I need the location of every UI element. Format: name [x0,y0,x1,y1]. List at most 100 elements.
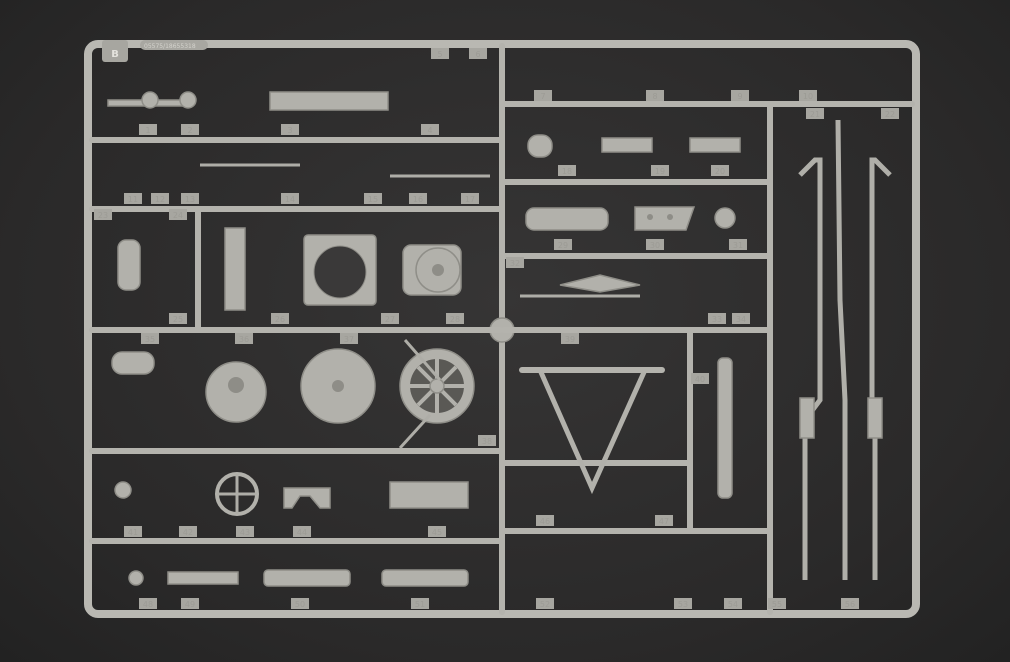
part-number-tag [181,193,199,204]
part-number-tag [506,257,524,268]
part-number-tag [181,124,199,135]
part-number-tag [179,526,197,537]
part-number-36: 36 [239,335,249,344]
part-number-37: 37 [344,335,354,344]
part-number-3: 3 [287,126,292,135]
part-number-41: 41 [128,528,138,537]
part-number-tag [271,313,289,324]
part-number-tag [461,193,479,204]
part-number-11: 11 [128,195,138,204]
part-number-tag [124,193,142,204]
part-number-17: 17 [465,195,475,204]
part-number-23: 23 [98,211,108,220]
part-number-tag [534,90,552,101]
part-number-tag [141,333,159,344]
part-number-6: 6 [475,50,480,59]
part-number-tag [293,526,311,537]
part-number-43: 43 [240,528,250,537]
part-number-tag [536,598,554,609]
part-number-tag [732,313,750,324]
part-number-34: 34 [736,315,746,324]
part-number-tag [181,598,199,609]
part-number-tag [139,598,157,609]
part-number-tag [281,193,299,204]
part-number-tag [841,598,859,609]
part-number-4: 4 [427,126,432,135]
part-number-19: 19 [655,167,665,176]
part-number-tag [729,239,747,250]
part-number-tag [236,526,254,537]
part-number-tag [724,598,742,609]
part-number-tag [674,598,692,609]
part-number-13: 13 [185,195,195,204]
part-number-35: 35 [145,335,155,344]
part-number-tag [799,90,817,101]
part-number-9: 9 [737,92,742,101]
part-number-tag [291,598,309,609]
part-number-22: 22 [885,110,895,119]
part-number-tag [711,165,729,176]
part-number-30: 30 [650,241,660,250]
part-number-tag [554,239,572,250]
part-number-tag [340,333,358,344]
part-number-49: 49 [185,600,195,609]
sprue-code: 05575/18655318 [144,43,196,50]
part-number-24: 24 [173,211,183,220]
part-number-38: 38 [482,437,492,446]
part-number-39: 39 [565,335,575,344]
part-number-1: 1 [145,126,150,135]
part-number-25: 25 [173,315,183,324]
part-number-50: 50 [295,600,305,609]
part-number-53: 53 [678,600,688,609]
part-number-54: 54 [728,600,738,609]
part-number-tag [558,165,576,176]
part-number-31: 31 [733,241,743,250]
left-runners [89,137,503,544]
part-number-46: 46 [540,517,550,526]
part-number-tag [731,90,749,101]
part-number-tag [768,598,786,609]
part-number-21: 21 [810,110,820,119]
part-number-tag [478,435,496,446]
part-number-tag [646,239,664,250]
part-number-27: 27 [385,315,395,324]
part-number-14: 14 [285,195,295,204]
part-3 [269,91,389,111]
part-number-tag [281,124,299,135]
part-number-8: 8 [652,92,657,101]
part-number-tag [381,313,399,324]
part-number-tag [124,526,142,537]
part-number-51: 51 [415,600,425,609]
part-number-45: 45 [432,528,442,537]
part-number-tag [411,598,429,609]
part-number-47: 47 [659,517,669,526]
part-number-tag [536,515,554,526]
part-number-tag [428,526,446,537]
part-number-tag [409,193,427,204]
part-number-10: 10 [803,92,813,101]
part-number-7: 7 [540,92,545,101]
part-number-12: 12 [155,195,165,204]
part-number-52: 52 [540,600,550,609]
part-number-56: 56 [845,600,855,609]
parts [107,91,741,587]
part-number-29: 29 [558,241,568,250]
part-number-28: 28 [450,315,460,324]
part-number-tag [651,165,669,176]
long-rods [798,119,892,580]
part-number-tag [364,193,382,204]
part-number-33: 33 [712,315,722,324]
part-number-48: 48 [143,600,153,609]
part-number-42: 42 [183,528,193,537]
part-number-tag [561,333,579,344]
part-number-tag [151,193,169,204]
part-number-tag [708,313,726,324]
part-number-15: 15 [368,195,378,204]
part-number-26: 26 [275,315,285,324]
part-number-5: 5 [437,50,442,59]
part-number-44: 44 [297,528,307,537]
right-runners [501,101,915,615]
